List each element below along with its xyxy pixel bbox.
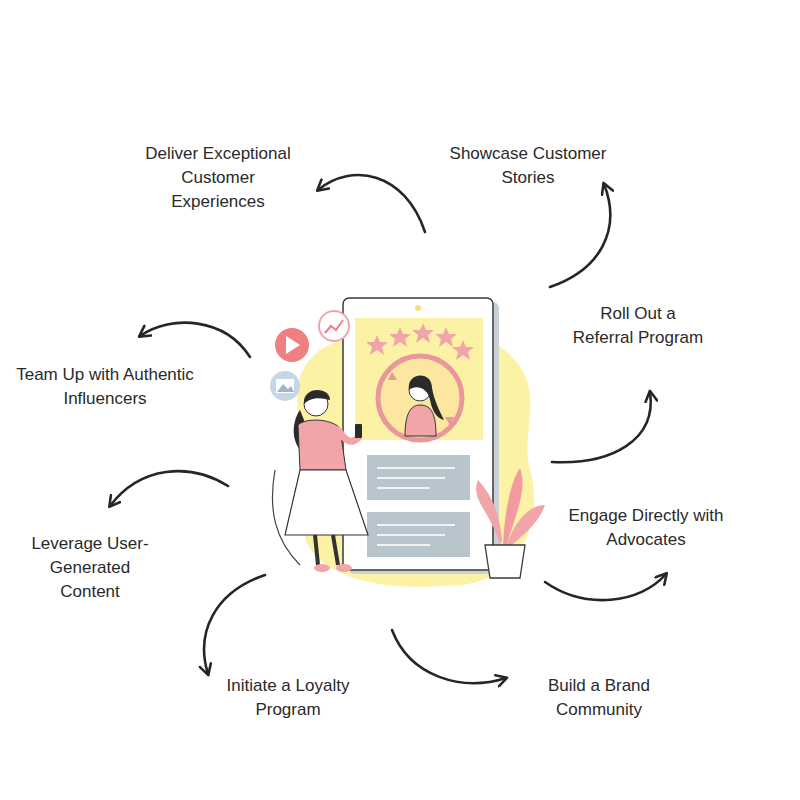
media-icons <box>270 311 349 401</box>
strategy-label: Roll Out a Referral Program <box>568 302 708 350</box>
strategy-label: Leverage User-Generated Content <box>24 532 156 604</box>
strategy-label: Engage Directly with Advocates <box>560 504 732 552</box>
curved-arrows <box>110 175 666 683</box>
woman-figure <box>285 390 368 572</box>
plant <box>476 468 545 578</box>
strategy-label: Initiate a Loyalty Program <box>208 674 368 722</box>
strategy-label: Deliver Exceptional Customer Experiences <box>136 142 301 214</box>
strategy-label: Team Up with Authentic Influencers <box>10 363 200 411</box>
strategy-label: Showcase Customer Stories <box>438 142 618 190</box>
strategy-label: Build a Brand Community <box>524 674 674 722</box>
